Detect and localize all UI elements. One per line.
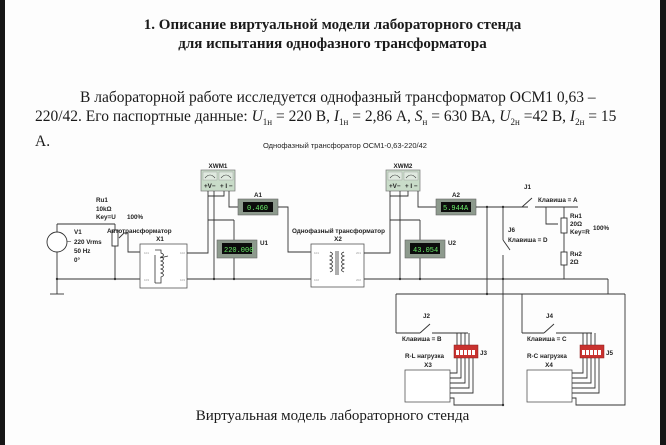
section-title: 1. Описание виртуальной модели лаборатор… — [5, 16, 660, 54]
body-paragraph: В лабораторной работе исследуется однофа… — [35, 88, 635, 151]
u2-name: U2 — [448, 240, 457, 247]
a2-name: A2 — [452, 192, 461, 199]
svg-text:101: 101 — [314, 251, 319, 255]
svg-text:102: 102 — [180, 251, 185, 255]
svg-text:101: 101 — [144, 251, 149, 255]
rn2-value: 2Ω — [570, 259, 579, 266]
j4-key: Клавиша = C — [527, 336, 567, 343]
svg-text:202: 202 — [356, 278, 361, 282]
rc-load-label: R-C нагрузка — [527, 353, 567, 360]
rn1-key: Key=R — [570, 229, 590, 236]
xwm1-current-terminals: + I − — [220, 183, 233, 190]
wattmeter-xwm1[interactable] — [200, 169, 236, 192]
u1-symbol: U1н — [251, 108, 273, 128]
transformer-x2[interactable] — [310, 243, 365, 288]
autotransformer-label: Автотрансформатор — [107, 228, 172, 235]
transformer-ref: X2 — [334, 236, 342, 243]
svg-text:103: 103 — [180, 278, 185, 282]
s-value: = 630 ВА, — [427, 108, 500, 125]
v1-phase: 0° — [74, 256, 81, 264]
autotransformer-ref: X1 — [156, 236, 164, 243]
ac-source-icon — [46, 231, 68, 253]
j1-key: Клавиша = A — [538, 197, 578, 204]
j2-name: J2 — [423, 313, 431, 320]
a2-reading: 5.944A — [443, 205, 469, 213]
j6-key: Клавиша = D — [508, 237, 548, 244]
j2-key: Клавиша = B — [402, 336, 442, 343]
dip-switch-j5[interactable] — [579, 344, 605, 359]
dip-switch-j3[interactable] — [453, 344, 479, 359]
document-page: 1. Описание виртуальной модели лаборатор… — [5, 0, 660, 445]
ru1-key: Key=U — [96, 214, 116, 221]
xwm1-voltage-terminals: +V− — [204, 183, 216, 190]
j5-name: J5 — [606, 350, 614, 357]
i2-symbol: I2н — [569, 108, 585, 128]
switch-j4-contact[interactable] — [543, 323, 555, 334]
svg-text:~: ~ — [67, 237, 72, 246]
a1-reading: 0.460 — [247, 205, 268, 213]
ammeter-a1 — [237, 198, 279, 216]
autotransformer-coil-icon — [154, 249, 169, 284]
circuit-schematic: Однофазный трансфоратор ОСМ1-0,63-220/42… — [46, 141, 626, 407]
voltmeter-u2 — [404, 239, 446, 259]
autotransformer-x1[interactable] — [139, 243, 188, 289]
v1-name: V1 — [74, 229, 82, 236]
rheostat-rn1-icon[interactable] — [560, 217, 568, 234]
j3-name: J3 — [480, 350, 488, 357]
j4-name: J4 — [546, 313, 554, 320]
u1-name: U1 — [260, 240, 269, 247]
transformer-coils-icon — [328, 251, 346, 275]
rn1-value: 20Ω — [570, 221, 582, 228]
ru1-value: 10kΩ — [96, 206, 112, 213]
schematic-title: Однофазный трансфоратор ОСМ1-0,63-220/42 — [263, 141, 427, 150]
u2-value: =42 В, — [519, 108, 570, 125]
s-symbol: Sн — [414, 108, 428, 128]
ru1-name: Ru1 — [96, 197, 108, 204]
svg-text:102: 102 — [314, 278, 319, 282]
u2-reading: 43.054 — [413, 247, 438, 255]
xwm2-voltage-terminals: +V− — [389, 183, 401, 190]
rl-load-ref: X3 — [424, 362, 432, 369]
xwm2-name: XWM2 — [394, 163, 413, 170]
paragraph-intro: В лабораторной работе исследуется однофа… — [35, 89, 596, 125]
j1-name: J1 — [524, 184, 532, 191]
u1-value: = 220 В, — [272, 108, 334, 125]
v1-voltage: 220 Vrms — [74, 239, 102, 246]
u2-symbol: U2н — [499, 108, 520, 128]
voltmeter-u1 — [216, 239, 258, 259]
figure-caption: Виртуальная модель лабораторного стенда — [195, 408, 470, 424]
xwm1-name: XWM1 — [209, 163, 228, 170]
switch-j1-contact[interactable] — [521, 197, 533, 208]
rc-load-ref: X4 — [545, 362, 553, 369]
rn2-name: Rн2 — [570, 251, 582, 258]
switch-j6-contact[interactable] — [502, 239, 511, 251]
j6-name: J6 — [508, 227, 516, 234]
rl-load-x3[interactable] — [404, 369, 451, 403]
rl-load-label: R-L нагрузка — [405, 353, 445, 360]
rc-load-x4[interactable] — [526, 369, 573, 403]
i1-symbol: I1н — [333, 108, 349, 128]
svg-text:201: 201 — [356, 251, 361, 255]
switch-j2-contact[interactable] — [419, 323, 431, 334]
title-line-1: 1. Описание виртуальной модели лаборатор… — [143, 17, 522, 33]
u1-reading: 220.000 — [224, 247, 253, 255]
rn1-percent: 100% — [593, 225, 610, 232]
ru1-percent: 100% — [127, 214, 144, 221]
i1-value: = 2,86 А, — [348, 108, 415, 125]
title-line-2: для испытания однофазного трансформатора — [178, 36, 487, 52]
resistor-rn2-icon — [560, 251, 568, 266]
v1-frequency: 50 Hz — [74, 248, 90, 255]
transformer-label: Однофазный трансформатор — [292, 227, 385, 235]
rn1-name: Rн1 — [570, 213, 582, 220]
i2-value: = 15 А. — [35, 108, 617, 151]
xwm2-current-terminals: + I − — [405, 183, 418, 190]
wattmeter-xwm2[interactable] — [385, 169, 421, 192]
a1-name: A1 — [254, 192, 263, 199]
svg-text:103: 103 — [144, 278, 149, 282]
